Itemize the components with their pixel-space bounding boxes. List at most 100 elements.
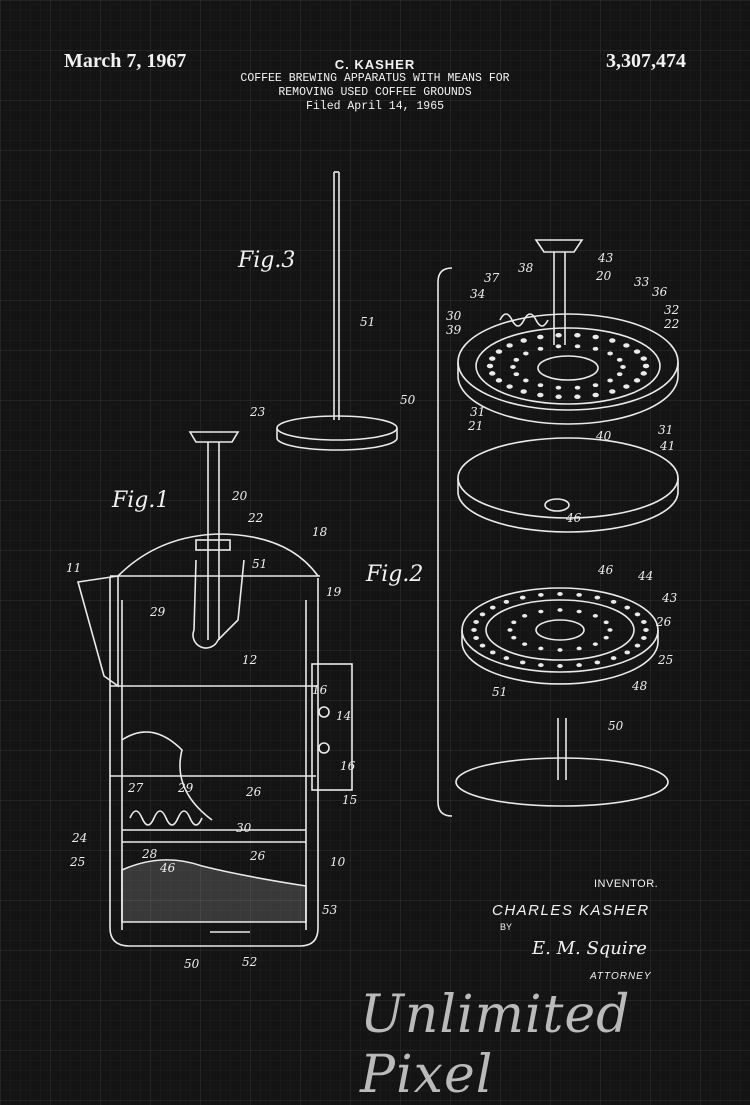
reference-numeral: 21 [467, 419, 483, 433]
patent-title-line-1: COFFEE BREWING APPARATUS WITH MEANS FOR [240, 72, 510, 85]
perforation-hole [623, 384, 630, 389]
perforation-hole [557, 664, 563, 668]
reference-numeral: 38 [518, 261, 534, 275]
reference-numeral: 10 [330, 855, 346, 869]
perforation-hole [537, 383, 544, 388]
perforation-hole [537, 346, 544, 351]
perforation-hole [538, 663, 544, 668]
perforation-hole [576, 609, 582, 614]
reference-numeral: 20 [595, 269, 612, 283]
perforation-hole [489, 371, 496, 376]
reference-numeral: 19 [326, 585, 342, 599]
perforation-hole [592, 642, 598, 646]
fig1-coffee-pot-drawing [76, 431, 353, 947]
perforation-hole [486, 363, 494, 369]
reference-numeral: 33 [634, 275, 650, 289]
perforation-hole [555, 332, 562, 338]
reference-numeral: 22 [663, 317, 679, 331]
reference-numeral: 29 [149, 605, 166, 619]
perforation-hole [610, 599, 617, 604]
perforation-hole [624, 605, 631, 610]
fig2-label: Fig.2 [366, 562, 424, 587]
perforation-hole [513, 357, 520, 362]
perforation-hole [473, 620, 479, 624]
perforation-hole [519, 660, 526, 665]
perforation-hole [495, 378, 503, 383]
perforation-hole [522, 614, 528, 618]
perforation-hole [537, 334, 544, 340]
perforation-hole [557, 608, 563, 612]
reference-numeral: 46 [159, 861, 176, 875]
patent-number: 3,307,474 [606, 50, 686, 72]
perforation-hole [538, 592, 544, 597]
reference-numeral: 22 [247, 511, 263, 525]
reference-numeral: 20 [231, 489, 248, 503]
perforation-hole [479, 612, 486, 617]
perforation-hole [592, 392, 599, 398]
perforation-hole [510, 365, 516, 369]
perforation-hole [537, 392, 544, 398]
reference-numeral: 16 [340, 759, 356, 773]
reference-numeral: 11 [66, 561, 81, 575]
filter-perforations [471, 332, 650, 668]
reference-numeral: 25 [657, 653, 673, 667]
reference-numeral: 36 [652, 285, 668, 299]
perforation-hole [511, 635, 517, 640]
reference-numeral: 50 [608, 719, 624, 733]
perforation-hole [624, 650, 631, 655]
reference-numeral: 50 [184, 957, 200, 971]
reference-numeral: 48 [631, 679, 648, 693]
attorney-signature: E. M. Squire [532, 938, 647, 959]
reference-numeral: 51 [492, 685, 507, 699]
perforation-hole [519, 595, 526, 600]
fig2-exploded-view-drawing [437, 239, 679, 817]
watermark-logo: Unlimited Pixel [360, 985, 631, 1105]
perforation-hole [640, 371, 647, 376]
fig3-label: Fig.3 [238, 248, 296, 273]
perforation-hole [576, 663, 582, 668]
reference-numeral: 12 [242, 653, 257, 667]
patent-date: March 7, 1967 [64, 50, 187, 72]
perforation-hole [520, 389, 527, 394]
perforation-hole [607, 378, 613, 383]
reference-numeral: 29 [177, 781, 194, 795]
perforation-hole [634, 643, 641, 648]
reference-numeral: 52 [242, 955, 257, 969]
reference-numeral: 32 [664, 303, 679, 317]
inventor-surname: C. KASHER [334, 57, 416, 72]
reference-numeral: 26 [655, 615, 672, 629]
reference-numeral: 14 [336, 709, 351, 723]
perforation-hole [574, 344, 581, 349]
perforation-hole [503, 656, 510, 661]
perforation-hole [574, 394, 581, 400]
attorney-label: ATTORNEY [590, 971, 652, 982]
perforation-hole [616, 372, 623, 377]
perforation-hole [609, 389, 616, 394]
reference-numeral: 24 [71, 831, 87, 845]
reference-numeral: 46 [565, 511, 582, 525]
perforation-hole [607, 351, 613, 356]
perforation-hole [610, 656, 617, 661]
perforation-hole [592, 346, 599, 351]
perforation-hole [641, 636, 647, 640]
perforation-hole [603, 635, 609, 640]
reference-numeral: 28 [141, 847, 158, 861]
perforation-hole [603, 620, 609, 625]
perforation-hole [471, 628, 477, 632]
perforation-hole [643, 628, 649, 632]
reference-numeral: 41 [659, 439, 675, 453]
reference-numeral: 43 [661, 591, 678, 605]
reference-numeral: 31 [470, 405, 485, 419]
perforation-hole [557, 592, 563, 596]
perforation-hole [555, 344, 562, 349]
fig3-plunger-drawing [276, 171, 398, 451]
filed-date: Filed April 14, 1965 [305, 100, 445, 113]
perforation-hole [538, 646, 544, 651]
perforation-hole [641, 620, 647, 624]
reference-numeral: 51 [360, 315, 375, 329]
perforation-hole [633, 378, 641, 383]
perforation-hole [592, 383, 599, 388]
perforation-hole [576, 646, 582, 651]
perforation-hole [633, 349, 641, 354]
